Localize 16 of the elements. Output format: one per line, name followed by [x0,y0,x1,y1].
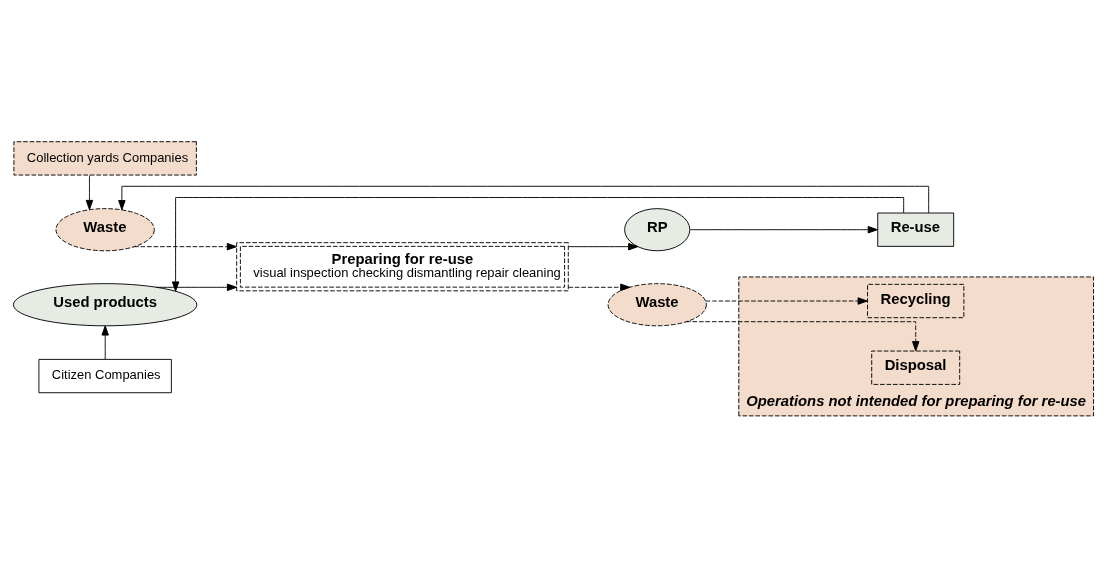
arrow [568,283,631,291]
arrow [685,321,920,352]
arrow [85,174,94,211]
arrow [118,185,930,214]
node-box: Recycling [867,283,965,319]
arrow [101,325,109,360]
node-box: Citizen Companies [38,358,172,394]
node-ellipse: Waste [55,208,155,252]
node-box: Disposal [871,350,961,385]
arrow [568,242,639,251]
arrow [155,283,238,291]
arrow [689,226,878,234]
node-box: Collection yards Companies [13,141,197,176]
arrow [705,297,868,305]
node-box: Re-use [877,212,955,247]
arrow [133,242,237,251]
